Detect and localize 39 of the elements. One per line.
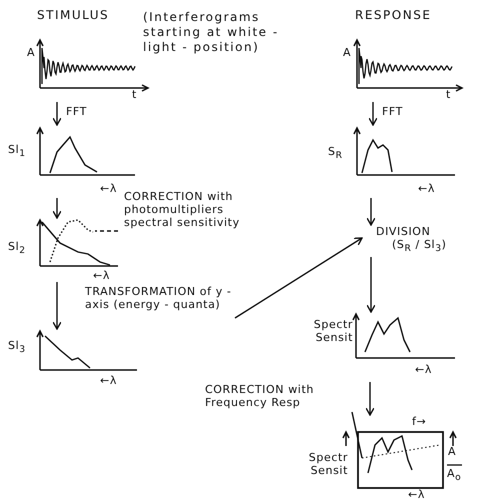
axis-label: Spectr Sensit (312, 318, 353, 344)
axis-label: ←λ (408, 488, 425, 501)
axis-label: ←λ (418, 182, 435, 195)
annotation-text: TRANSFORMATION of y - axis (energy - quanta) (85, 285, 232, 311)
edge-label: FFT (65, 106, 88, 118)
axis-label: ←λ (100, 182, 117, 195)
axis-label: ←λ (100, 374, 117, 387)
leader-line (95, 230, 118, 232)
arrow (52, 282, 62, 330)
axis-label: A (448, 445, 456, 458)
leader-line (351, 412, 363, 458)
axis-label: t (446, 88, 451, 101)
arrow (366, 198, 376, 226)
edge-label: FFT (381, 106, 404, 118)
axis-label: Sl$_{3}$ (8, 339, 26, 356)
axis-label: Spectr Sensit (308, 451, 348, 477)
annotation-text: CORRECTION with photomultipliers spectral sensitivity (124, 190, 241, 229)
annotation-text: CORRECTION with Frequency Resp (205, 383, 315, 409)
axis-label: Sl$_{1}$ (8, 143, 26, 160)
arrow (366, 257, 376, 313)
axis-label: A (27, 46, 36, 59)
axis-label: A (343, 46, 352, 59)
arrow (234, 237, 363, 319)
annotation-text: (S$_{R}$ / Sl$_{3}$) (392, 238, 448, 256)
arrow (365, 382, 375, 416)
annotation-text: DIVISION (376, 225, 432, 238)
heading-text: RESPONSE (355, 8, 432, 23)
axis-label: Sl$_{2}$ (8, 240, 26, 258)
axis-label: t (132, 88, 137, 101)
arrow (52, 102, 62, 126)
axis-label: S$_{R}$ (328, 145, 343, 162)
axis-label: ←λ (93, 269, 110, 282)
axis-label: f→ (412, 415, 426, 428)
axis-label: ←λ (415, 363, 432, 376)
heading-text: (Interferograms starting at white - light - position) (143, 10, 280, 55)
axis-label: A$_{o}$ (447, 467, 462, 484)
arrow (52, 198, 62, 219)
arrow (368, 102, 378, 126)
heading-text: STIMULUS (37, 8, 110, 23)
